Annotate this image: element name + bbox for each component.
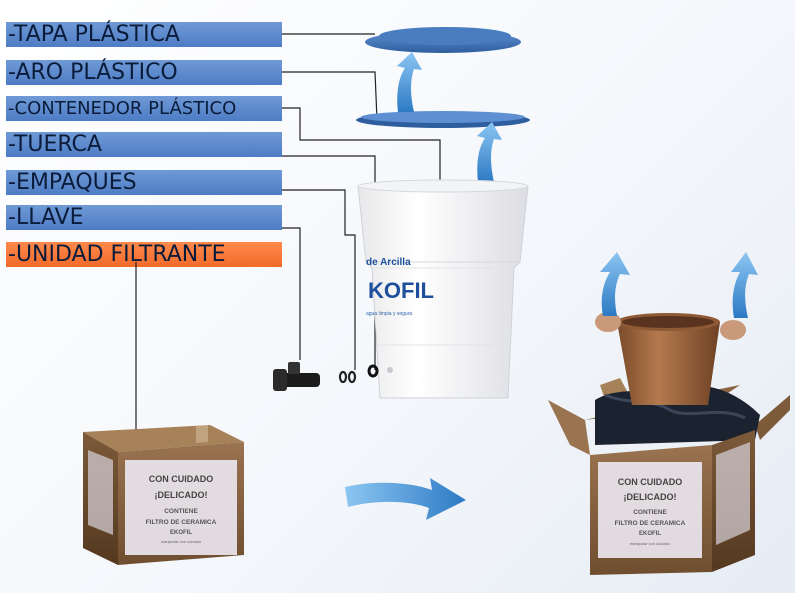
- arrow-up-icon: [600, 252, 630, 316]
- ring-icon: [356, 111, 530, 128]
- container-brand-line: de Arcilla: [366, 257, 411, 268]
- label-tuerca: -TUERCA: [6, 132, 282, 157]
- label-contenedor-plastico: -CONTENEDOR PLÁSTICO: [6, 96, 282, 121]
- box-left-line2: ¡DELICADO!: [155, 490, 208, 500]
- box-right-line6: manipular con cuidado: [630, 541, 671, 546]
- box-left-line3: CONTIENE: [164, 508, 198, 515]
- faucet-icon: [273, 362, 320, 391]
- gaskets-icon: [338, 370, 357, 384]
- container-icon: [357, 179, 529, 399]
- open-box-icon: [548, 312, 790, 575]
- box-right-line3: CONTIENE: [633, 509, 667, 516]
- box-right-line5: EKOFIL: [639, 531, 661, 537]
- box-left-line5: EKOFIL: [170, 530, 192, 536]
- box-left-line6: manipular con cuidado: [161, 539, 202, 544]
- lid-icon: [365, 27, 521, 53]
- leader-empaques: [282, 189, 356, 370]
- closed-box-icon: [83, 425, 244, 565]
- label-tapa-plastica: -TAPA PLÁSTICA: [6, 22, 282, 47]
- container-sub-line: agua limpia y segura: [366, 311, 412, 317]
- box-right-line4: FILTRO DE CERAMICA: [615, 520, 686, 527]
- leader-llave: [282, 227, 301, 360]
- nut-icon: [367, 364, 379, 378]
- arrow-up-icon: [477, 122, 502, 182]
- container-brand-name: KOFIL: [368, 278, 434, 303]
- box-right-line2: ¡DELICADO!: [624, 492, 677, 502]
- box-right-line1: CON CUIDADO: [618, 477, 683, 487]
- label-unidad-filtrante: -UNIDAD FILTRANTE: [6, 242, 282, 267]
- label-aro-plastico: -ARO PLÁSTICO: [6, 60, 282, 85]
- arrow-up-icon: [731, 252, 758, 318]
- box-left-line4: FILTRO DE CERAMICA: [146, 519, 217, 526]
- leader-contenedor: [282, 107, 441, 196]
- leader-aro: [282, 71, 378, 121]
- arrow-up-icon: [397, 52, 422, 112]
- label-llave: -LLAVE: [6, 205, 282, 230]
- arrow-right-icon: [345, 478, 466, 520]
- label-empaques: -EMPAQUES: [6, 170, 282, 195]
- box-left-line1: CON CUIDADO: [149, 474, 214, 484]
